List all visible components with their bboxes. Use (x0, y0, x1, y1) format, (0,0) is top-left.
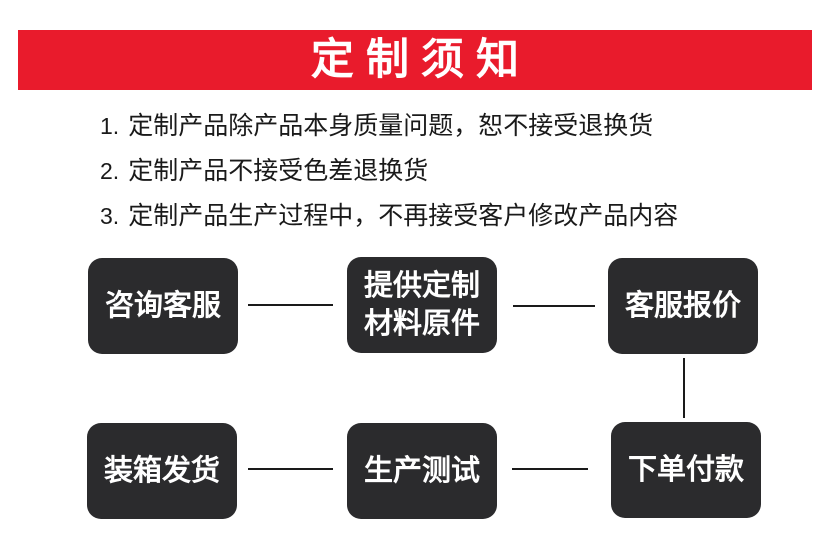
notice-text: 定制产品不接受色差退换货 (128, 157, 429, 185)
notice-item-3: 3. 定制产品生产过程中，不再接受客户修改产品内容 (100, 202, 678, 230)
notice-list: 1. 定制产品除产品本身质量问题，恕不接受退换货 2. 定制产品不接受色差退换货… (100, 112, 678, 247)
flow-step-label: 咨询客服 (104, 289, 221, 322)
connector-line-quote-to-orderpay (683, 358, 685, 418)
notice-number: 1. (100, 113, 120, 139)
connector-line-materials-to-quote (513, 305, 595, 307)
flow-step-production-test: 生产测试 (347, 423, 497, 519)
notice-text: 定制产品除产品本身质量问题，恕不接受退换货 (128, 112, 654, 140)
connector-line-test-to-orderpay (512, 468, 588, 470)
flow-step-label: 生产测试 (363, 454, 480, 487)
notice-number: 3. (100, 203, 120, 229)
notice-item-1: 1. 定制产品除产品本身质量问题，恕不接受退换货 (100, 112, 678, 140)
flow-step-order-pay: 下单付款 (611, 422, 761, 518)
flow-step-label: 装箱发货 (103, 454, 220, 487)
notice-number: 2. (100, 158, 120, 184)
connector-line-packship-to-test (248, 468, 333, 470)
flow-step-service-quote: 客服报价 (608, 258, 758, 354)
flow-step-label-line2: 材料原件 (363, 308, 480, 340)
title-banner: 定制须知 (18, 30, 812, 90)
flow-step-label-line1: 提供定制 (363, 269, 480, 302)
page-title: 定制须知 (310, 35, 532, 84)
connector-line-consult-to-materials (248, 304, 333, 306)
flow-step-provide-materials: 提供定制 材料原件 (347, 257, 497, 353)
flow-step-label: 下单付款 (627, 453, 744, 486)
flow-step-pack-ship: 装箱发货 (87, 423, 237, 519)
notice-item-2: 2. 定制产品不接受色差退换货 (100, 157, 678, 185)
notice-text: 定制产品生产过程中，不再接受客户修改产品内容 (128, 202, 679, 230)
flow-step-label: 客服报价 (624, 289, 741, 322)
flow-step-consult-service: 咨询客服 (88, 258, 238, 354)
